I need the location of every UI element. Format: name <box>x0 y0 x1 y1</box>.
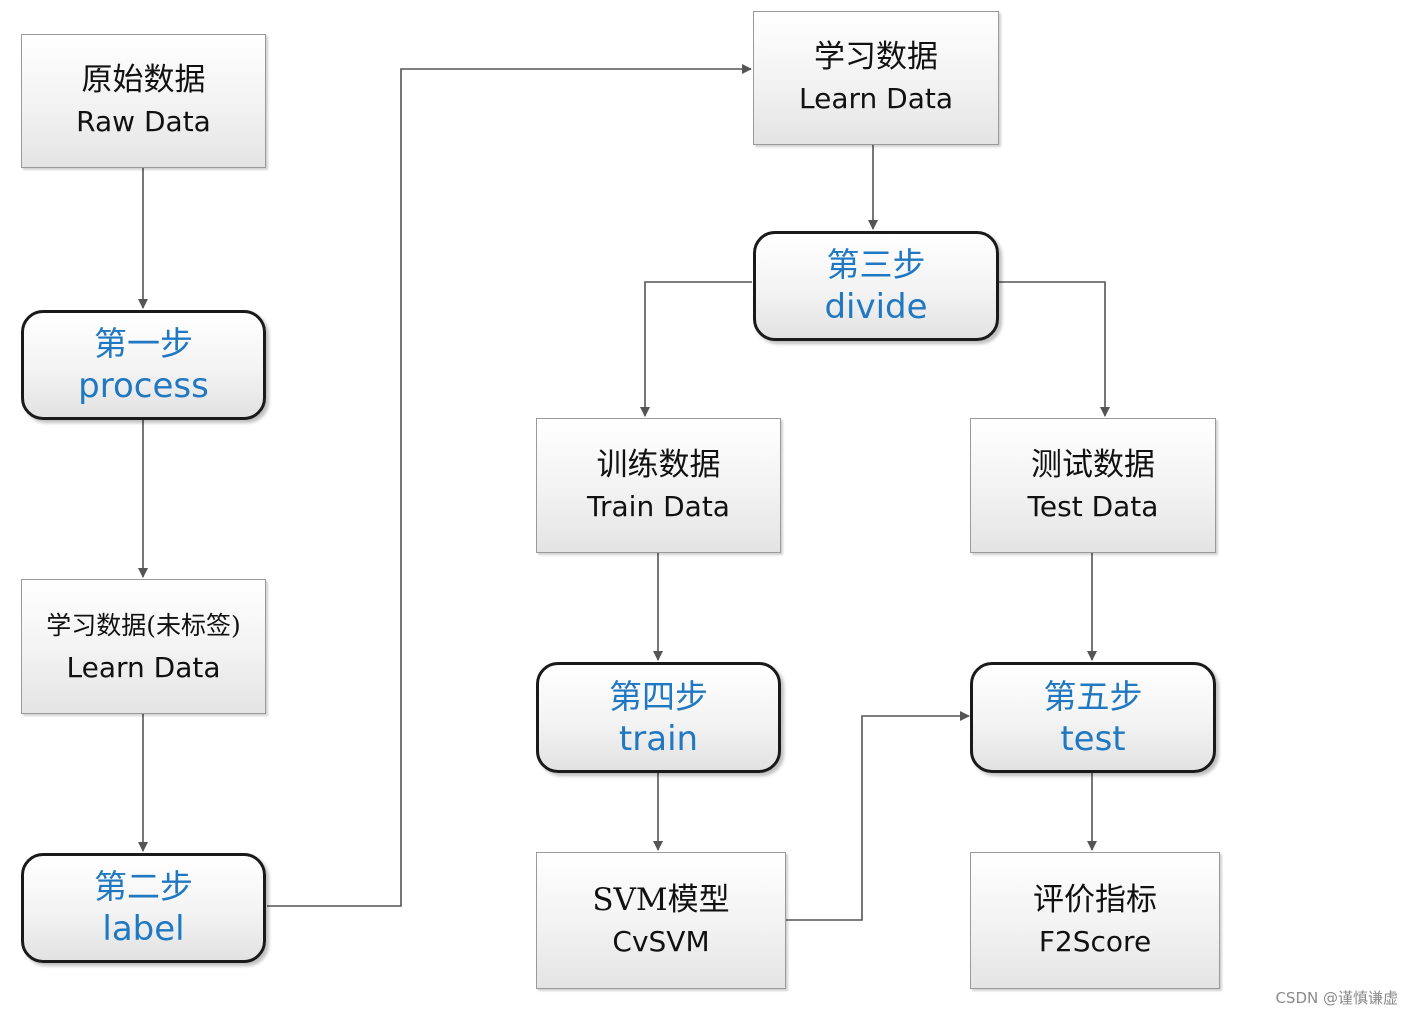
step4-en: train <box>618 718 699 759</box>
learn-data-unlabeled-zh: 学习数据(未标签) <box>46 610 241 640</box>
step4-box: 第四步 train <box>536 662 781 773</box>
watermark: CSDN @谨慎谦虚 <box>1275 989 1398 1007</box>
metric-box: 评价指标 F2Score <box>970 852 1220 989</box>
learn-data-en: Learn Data <box>798 82 953 115</box>
svm-model-zh: SVM模型 <box>592 881 730 918</box>
step5-box: 第五步 test <box>970 662 1216 773</box>
metric-zh: 评价指标 <box>1033 881 1157 918</box>
step4-zh: 第四步 <box>609 676 708 716</box>
step2-zh: 第二步 <box>94 867 193 906</box>
raw-data-box: 原始数据 Raw Data <box>21 34 266 168</box>
step2-box: 第二步 label <box>21 853 266 963</box>
step3-box: 第三步 divide <box>753 231 999 341</box>
test-data-en: Test Data <box>1027 489 1159 523</box>
learn-data-unlabeled-box: 学习数据(未标签) Learn Data <box>21 579 266 714</box>
test-data-box: 测试数据 Test Data <box>970 418 1216 553</box>
step5-zh: 第五步 <box>1043 676 1143 716</box>
raw-data-en: Raw Data <box>76 105 211 138</box>
step5-en: test <box>1060 718 1126 759</box>
arrow-step2-to-learn-data <box>267 64 752 907</box>
svm-model-en: CvSVM <box>612 924 710 958</box>
train-data-zh: 训练数据 <box>596 446 721 483</box>
arrow-step3-to-test-data <box>999 281 1110 417</box>
step1-zh: 第一步 <box>94 324 193 363</box>
learn-data-unlabeled-en: Learn Data <box>66 650 221 684</box>
test-data-zh: 测试数据 <box>1031 446 1155 483</box>
arrow-svm-to-step5 <box>786 711 970 921</box>
step1-en: process <box>78 366 209 406</box>
metric-en: F2Score <box>1038 924 1152 958</box>
step1-box: 第一步 process <box>21 310 266 420</box>
step3-en: divide <box>824 287 928 327</box>
arrow-step3-to-train-data <box>640 281 752 417</box>
step3-zh: 第三步 <box>826 245 926 284</box>
learn-data-zh: 学习数据 <box>814 39 938 75</box>
raw-data-zh: 原始数据 <box>81 62 206 98</box>
train-data-en: Train Data <box>587 489 730 523</box>
learn-data-box: 学习数据 Learn Data <box>753 11 999 145</box>
train-data-box: 训练数据 Train Data <box>536 418 781 553</box>
svm-model-box: SVM模型 CvSVM <box>536 852 786 989</box>
step2-en: label <box>102 909 185 949</box>
